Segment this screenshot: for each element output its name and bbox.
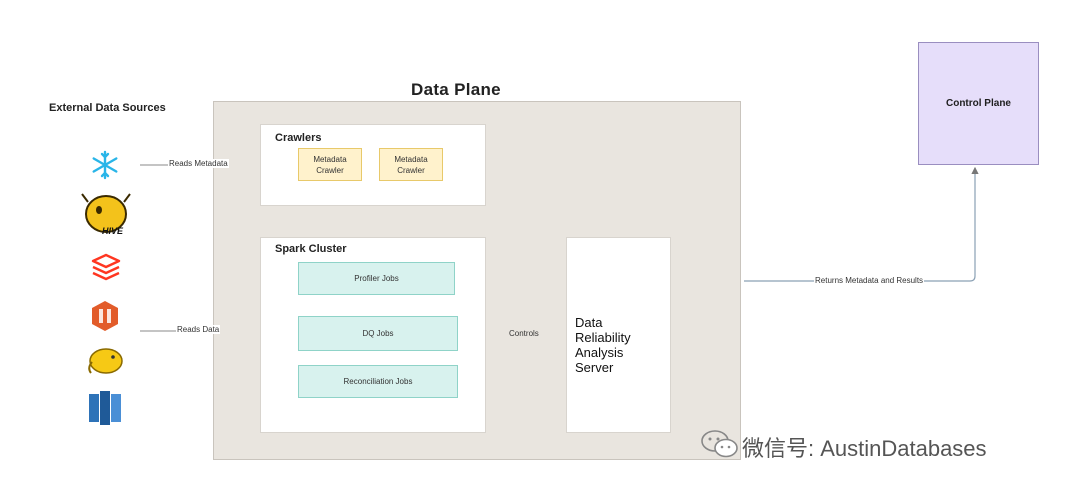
redshift-icon: [89, 391, 121, 425]
wechat-icon: [701, 430, 738, 458]
reconciliation-jobs: Reconciliation Jobs: [298, 365, 458, 398]
databricks-icon: [91, 253, 121, 281]
edge-label-reads-data: Reads Data: [176, 325, 221, 334]
edge-label-controls: Controls: [508, 329, 540, 338]
crawlers-title: Crawlers: [275, 132, 322, 144]
hive-icon: HIVE: [80, 190, 132, 240]
profiler-jobs: Profiler Jobs: [298, 262, 455, 295]
external-sources-title: External Data Sources: [49, 102, 166, 114]
hadoop-icon: [88, 348, 123, 374]
edge-returns: [744, 166, 979, 282]
hive-logo-text: HIVE: [102, 226, 124, 236]
edge-label-returns: Returns Metadata and Results: [814, 276, 925, 285]
watermark-text: 微信号: AustinDatabases: [742, 436, 987, 461]
aws-s3-icon: [92, 301, 118, 331]
spark-cluster-title: Spark Cluster: [275, 243, 347, 255]
control-plane-box: Control Plane: [918, 42, 1039, 165]
snowflake-icon: [92, 150, 118, 180]
crawlers-box: [260, 124, 486, 206]
edge-label-reads-metadata: Reads Metadata: [168, 159, 229, 168]
data-reliability-server-label: Data Reliability Analysis Server: [575, 315, 631, 375]
data-reliability-server-box: [566, 237, 671, 433]
data-plane-title: Data Plane: [411, 80, 501, 99]
dq-jobs: DQ Jobs: [298, 316, 458, 351]
